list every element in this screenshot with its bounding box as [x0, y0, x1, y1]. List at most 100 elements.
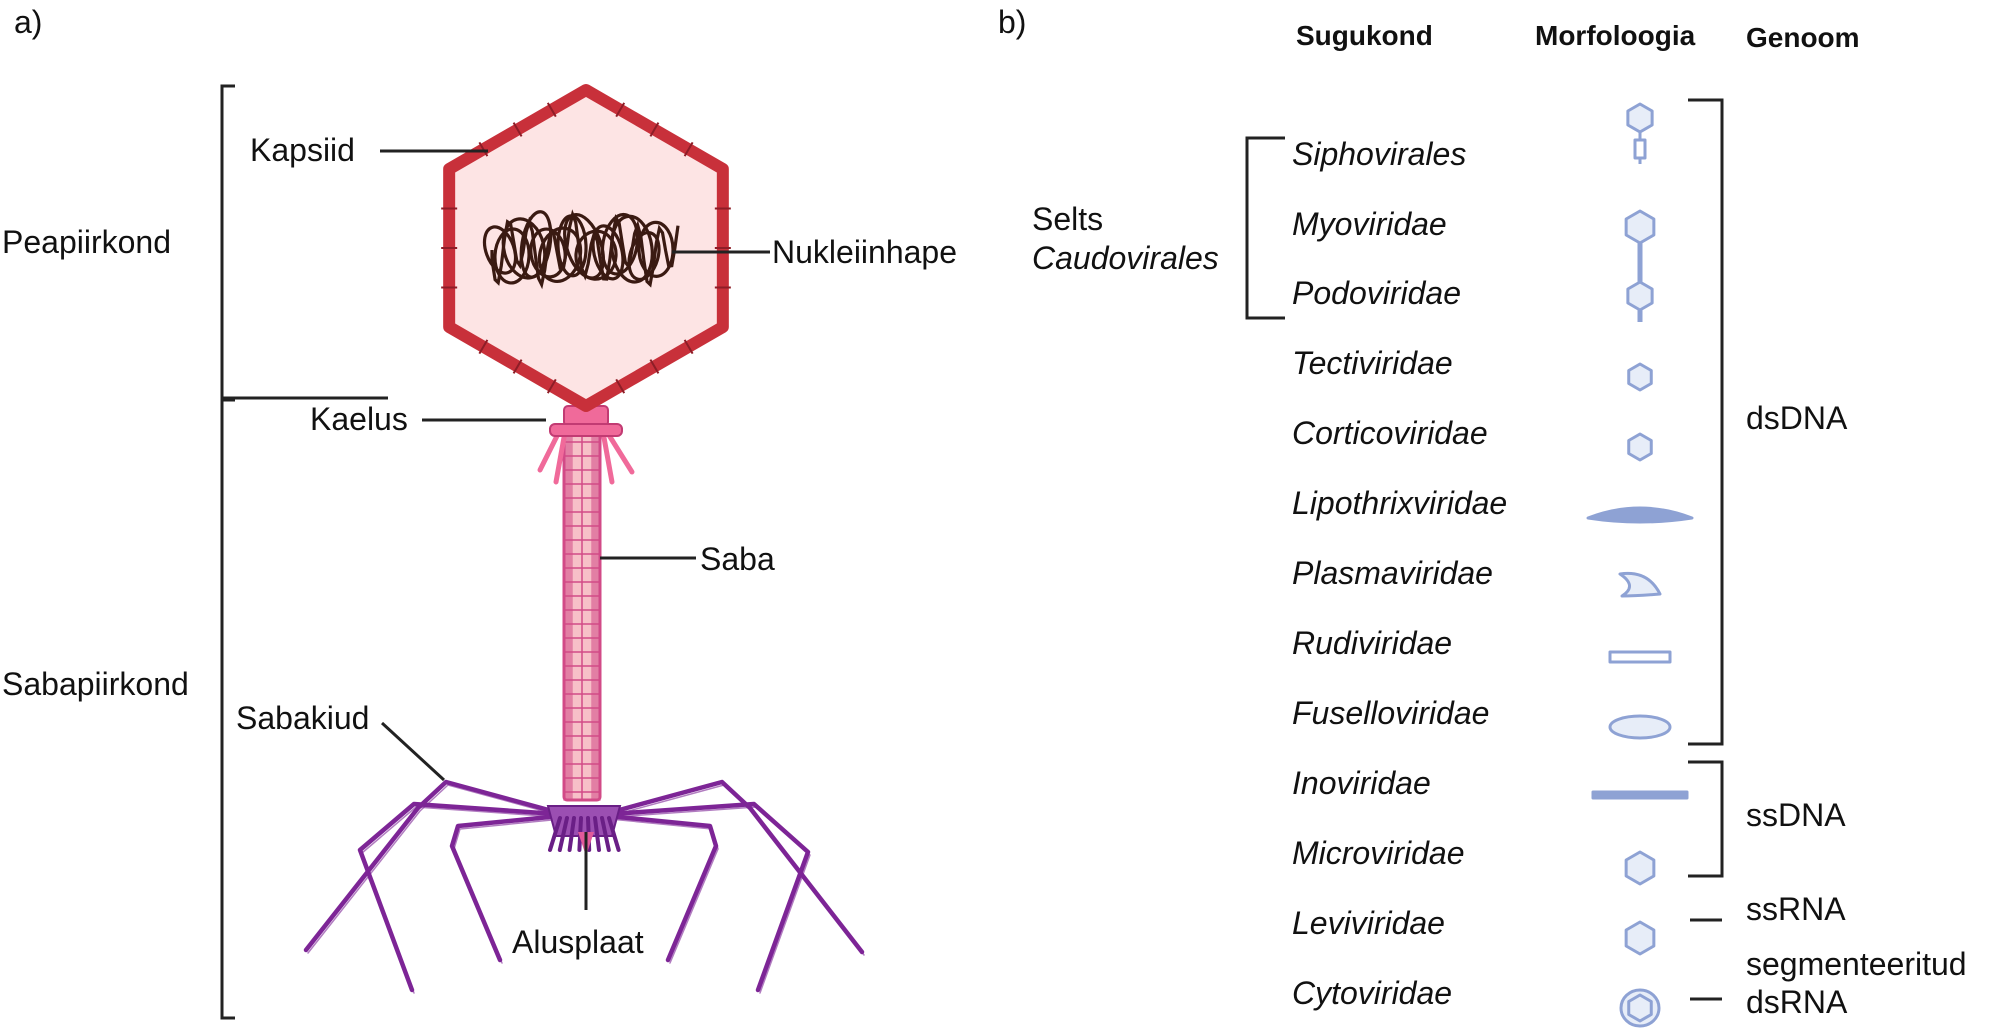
capsid [1627, 993, 1653, 1023]
rod [1608, 650, 1672, 664]
capsid-segment [546, 102, 557, 118]
family-name: Myoviridae [1292, 206, 1447, 242]
dna-loop [600, 212, 640, 276]
neck-whisker [600, 429, 615, 485]
podovirus-icon [1626, 280, 1654, 322]
dna-loop [519, 210, 553, 279]
family-name: Corticoviridae [1292, 415, 1488, 451]
genome-header: Genoom [1746, 22, 1860, 53]
tail-fiber [357, 801, 559, 993]
caudovirales-bracket [1245, 136, 1285, 320]
dna-loop [637, 220, 675, 278]
capsid-segment [478, 141, 489, 157]
panel-b-letter: b) [998, 4, 1027, 40]
collar-ring [549, 423, 623, 437]
cytovirus-icon [1619, 988, 1661, 1028]
genome-ssrna: ssRNA [1746, 891, 1846, 927]
baseplate-spike [607, 816, 621, 852]
tail-fiber [605, 813, 719, 963]
tail-label: Saba [700, 541, 775, 577]
baseplate-spike [567, 816, 576, 852]
capsid-segment [512, 122, 523, 137]
baseplate-spike [593, 816, 601, 852]
tail-shade-left [563, 429, 573, 801]
nucleic-acid-label: Nukleiinhape [772, 234, 958, 270]
tail-fiber-edge [453, 818, 563, 964]
tectivirus-icon [1627, 362, 1653, 392]
plasmavirus-icon [1618, 571, 1662, 598]
tail-fiber-edge [613, 806, 811, 994]
tail-fibers-label: Sabakiud [236, 700, 370, 736]
neck-whisker [553, 429, 568, 485]
family-name: Leviviridae [1292, 905, 1445, 941]
dsdna-bracket [1688, 98, 1724, 746]
rudivirus-icon [1608, 650, 1672, 664]
baseplate-spike [557, 816, 569, 852]
tail-shade-right [591, 429, 601, 801]
neck [537, 405, 635, 485]
capsid [1627, 432, 1653, 462]
capsid-segment [546, 378, 557, 394]
dna-loop [482, 225, 518, 275]
family-name: Plasmaviridae [1292, 555, 1493, 591]
myovirus-icon [1624, 209, 1656, 288]
capsid [1624, 920, 1656, 956]
genome-dsrna: dsRNA [1746, 984, 1848, 1020]
morphology-icons [1586, 102, 1694, 1028]
inovirus-icon [1591, 790, 1689, 800]
family-name: Microviridae [1292, 835, 1465, 871]
panel-a-letter: a) [14, 4, 43, 40]
head [1624, 209, 1656, 245]
dna-loop [493, 227, 531, 285]
tail-fiber-edge [613, 784, 865, 956]
baseplate-label: Alusplaat [512, 924, 644, 960]
tail-fiber [609, 801, 811, 993]
nucleic-acid-coil [482, 209, 680, 290]
corticovirus-icon [1627, 432, 1653, 462]
genome-ssdna: ssDNA [1746, 797, 1846, 833]
neck-whisker [604, 429, 635, 475]
capsid-segment [683, 339, 694, 355]
genome-dsdna: dsDNA [1746, 400, 1848, 436]
family-name: Podoviridae [1292, 275, 1461, 311]
order-label: Selts [1032, 201, 1104, 237]
family-name: Siphovirales [1292, 136, 1467, 172]
dna-loop [563, 213, 605, 280]
tail [1633, 138, 1647, 160]
genome-segmented-label: segmenteeritud [1746, 946, 1967, 982]
tail-fiber-edge [307, 784, 559, 954]
capsid-segment [649, 359, 660, 374]
morphology-header: Morfoloogia [1535, 20, 1696, 51]
dna-loop [591, 224, 625, 281]
family-name: Rudiviridae [1292, 625, 1453, 661]
tail-region-label: Sabapiirkond [2, 666, 189, 702]
dna-loop [627, 231, 661, 281]
tail-fiber-edge [361, 806, 559, 994]
family-name: Fuselloviridae [1292, 695, 1490, 731]
capsid [1624, 850, 1656, 886]
head [1626, 102, 1654, 134]
spindle [1608, 714, 1672, 740]
family-header: Sugukond [1296, 20, 1433, 51]
pleomorph [1618, 571, 1662, 598]
microvirus-icon [1624, 850, 1656, 886]
dna-loop [537, 226, 583, 283]
filament [1586, 506, 1694, 524]
family-name: Cytoviridae [1292, 975, 1453, 1011]
neck-label: Kaelus [310, 401, 408, 437]
siphovirus-icon [1626, 102, 1654, 164]
tail-fiber [303, 779, 559, 953]
capsid-label: Kapsiid [250, 132, 355, 168]
ssdna-bracket [1688, 760, 1724, 878]
dna-loop [610, 214, 654, 284]
tail-sheath [562, 426, 602, 802]
capsid-segment [649, 122, 660, 137]
baseplate-spike [548, 816, 562, 852]
head-region-label: Peapiirkond [2, 224, 171, 260]
capsid-segment [478, 339, 489, 355]
capsid-segment [683, 141, 694, 157]
baseplate-spike [600, 816, 611, 852]
capsid [1627, 362, 1653, 392]
